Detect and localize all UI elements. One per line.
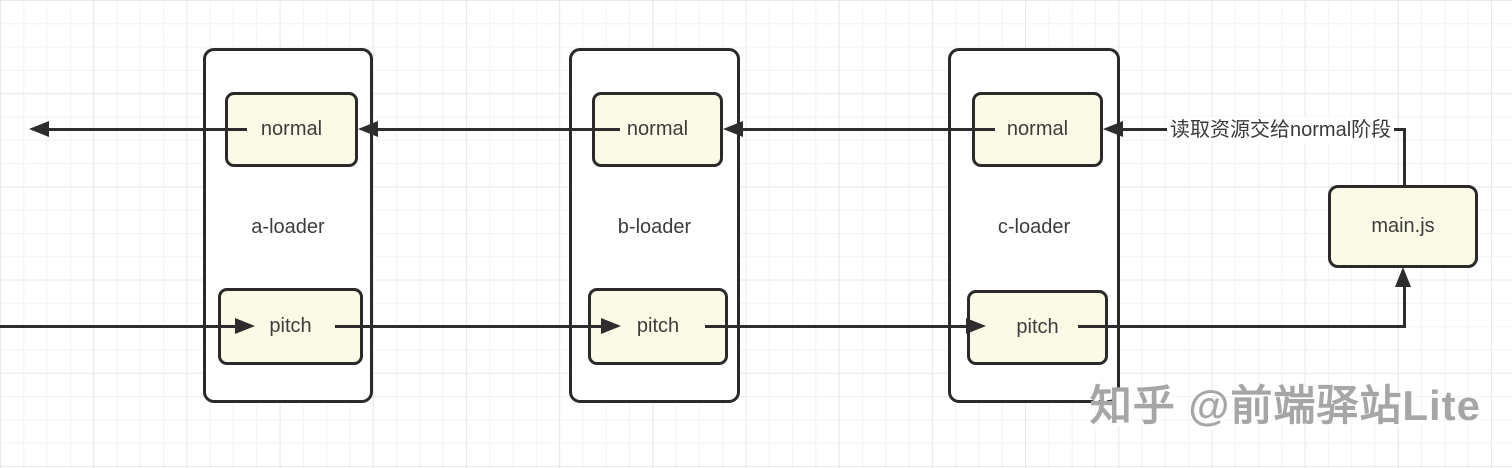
normal-edge-c-to-b (741, 128, 995, 131)
arrowhead-right-into-c-pitch-icon (966, 318, 986, 334)
arrowhead-up-into-main-icon (1395, 267, 1411, 287)
arrowhead-right-into-a-pitch-icon (235, 318, 255, 334)
normal-edge-b-to-a (376, 128, 620, 131)
c-loader-normal-node: normal (972, 92, 1103, 167)
pitch-edge-main-vertical (1403, 287, 1406, 328)
arrowhead-left-into-b-normal-icon (723, 121, 743, 137)
a-loader-normal-node: normal (225, 92, 358, 167)
arrowhead-left-into-a-normal-icon (358, 121, 378, 137)
main-js-node: main.js (1328, 185, 1478, 268)
pitch-edge-c-to-main (1078, 325, 1406, 328)
a-loader-label: a-loader (251, 216, 325, 238)
arrowhead-left-exit-icon (29, 121, 49, 137)
arrowhead-left-into-c-normal-icon (1103, 121, 1123, 137)
b-loader-label: b-loader (617, 216, 692, 238)
pitch-edge-in (0, 325, 235, 328)
pitch-edge-a-to-b (335, 325, 601, 328)
watermark: 知乎 @前端驿站Lite (1089, 382, 1481, 429)
annotation-label: 读取资源交给normal阶段 (1167, 117, 1395, 143)
pitch-edge-b-to-c (705, 325, 968, 328)
c-loader-label: c-loader (997, 216, 1071, 238)
normal-edge-main-vertical (1403, 128, 1406, 187)
normal-edge-a-out (47, 128, 247, 131)
arrowhead-right-into-b-pitch-icon (601, 318, 621, 334)
